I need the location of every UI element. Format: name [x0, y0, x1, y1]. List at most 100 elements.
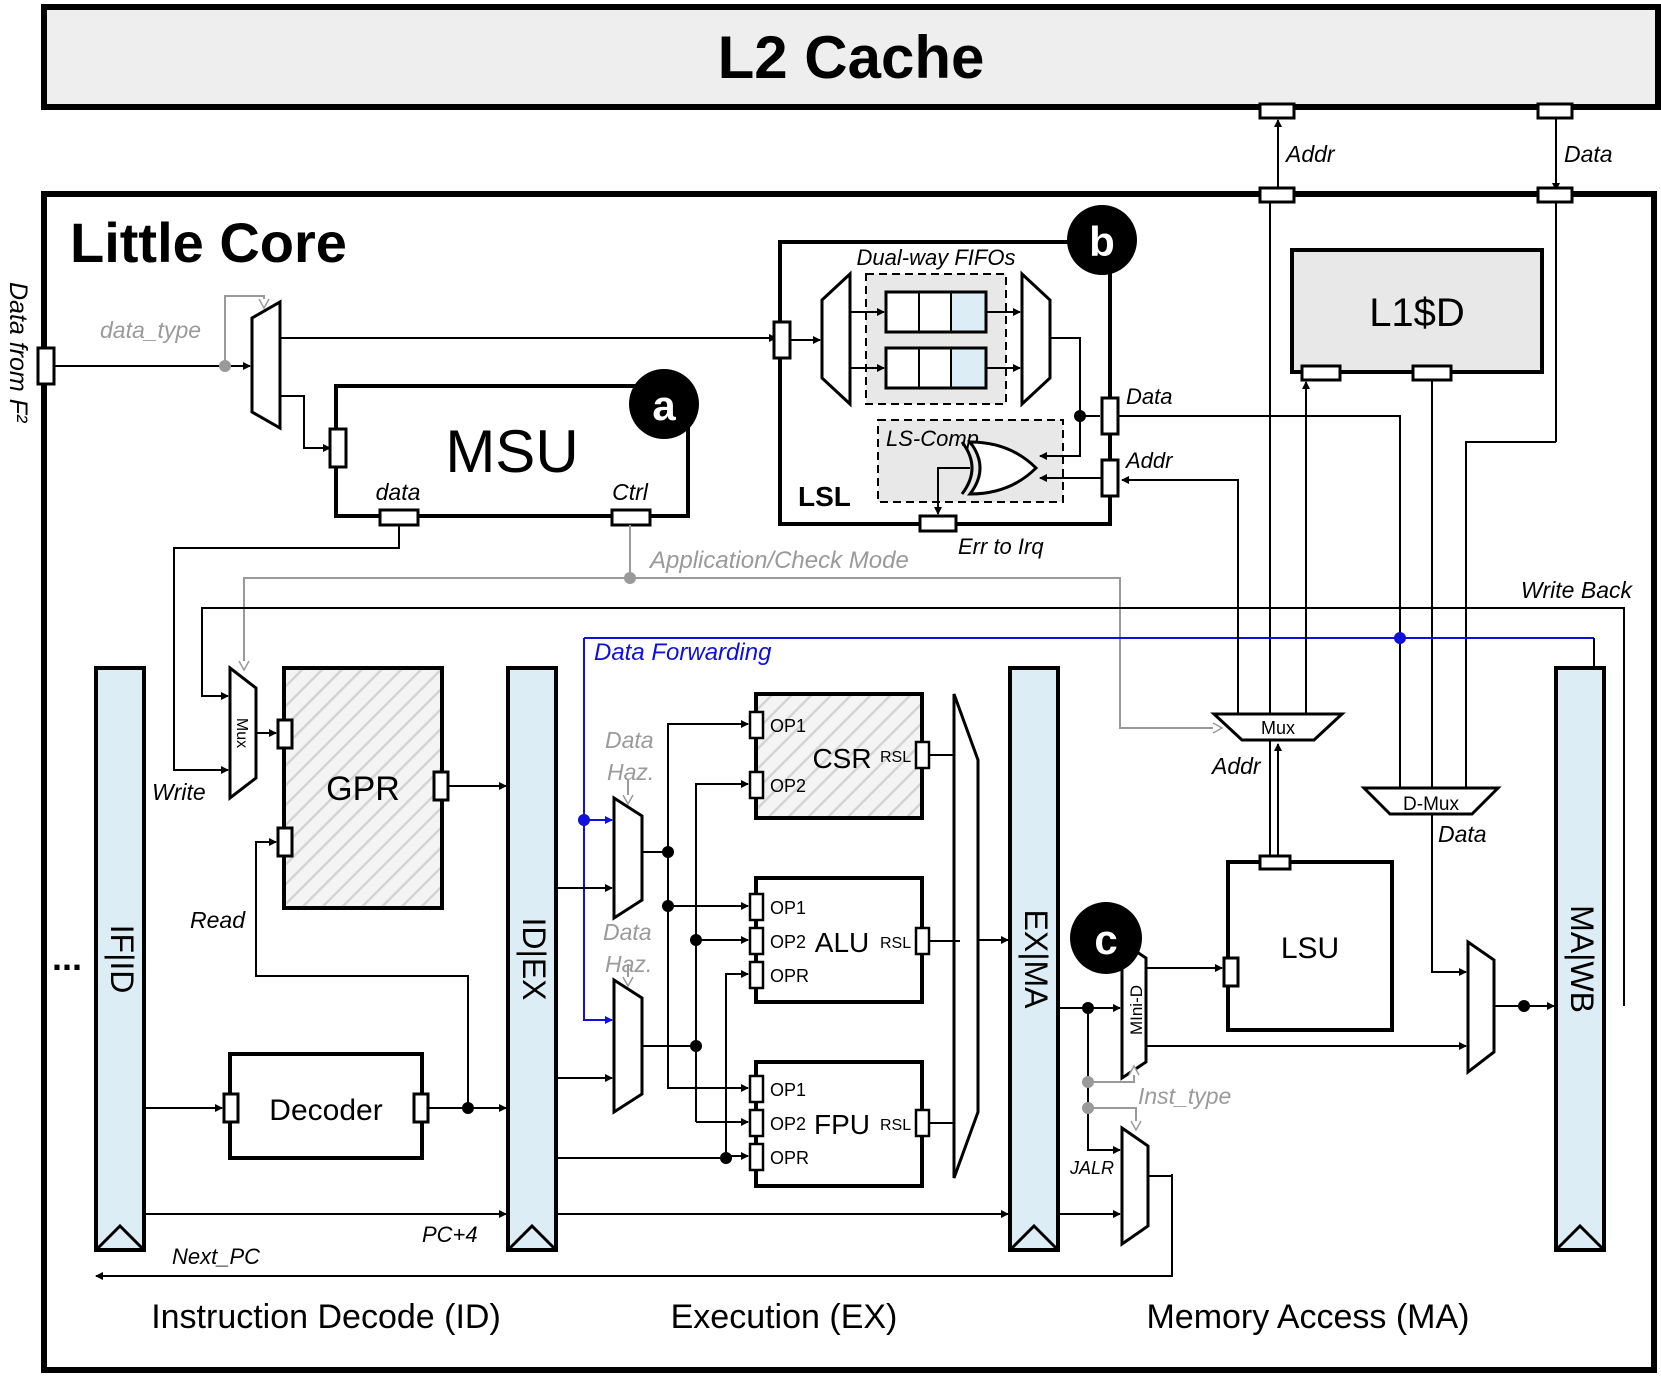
l2-cache: L2 Cache	[41, 4, 1661, 110]
ellipsis: ...	[52, 937, 82, 978]
l2-ports	[1258, 102, 1574, 204]
data-haz-bottom-label-1: Data	[603, 919, 652, 945]
svg-text:MIni-D: MIni-D	[1127, 985, 1146, 1035]
ma-stage-wires	[1058, 382, 1555, 1218]
svg-text:Mux: Mux	[233, 718, 250, 748]
alu-unit: OP1 OP2 OPR ALU RSL	[748, 876, 931, 1004]
svg-text:OP1: OP1	[770, 716, 806, 736]
svg-text:ID|EX: ID|EX	[516, 918, 552, 1001]
little-core-frame	[41, 191, 1657, 1373]
mini-d-demux: MIni-D	[1120, 939, 1148, 1081]
input-wires	[54, 334, 777, 452]
ex-stage-wires	[556, 720, 1009, 1218]
svg-text:OP1: OP1	[770, 1080, 806, 1100]
ex-result-mux	[952, 693, 980, 1179]
junction	[1082, 1076, 1094, 1088]
pipeline-register-ma-wb: MA|WB	[1554, 666, 1606, 1252]
msu-ctrl-port-label: Ctrl	[612, 479, 649, 505]
inst-type-label: Inst_type	[1138, 1083, 1231, 1109]
lsl-data-label: Data	[1126, 384, 1172, 409]
svg-text:GPR: GPR	[326, 770, 400, 808]
data-type-label: data_type	[100, 317, 201, 343]
fpu-unit: OP1 OP2 OPR FPU RSL	[748, 1060, 931, 1188]
svg-text:MA|WB: MA|WB	[1564, 905, 1600, 1013]
data-label: Data	[1438, 821, 1487, 847]
msu-title: MSU	[445, 418, 578, 485]
jalr-mux	[1120, 1125, 1150, 1247]
stage-label-id: Instruction Decode (ID)	[151, 1298, 501, 1336]
lsu-block: LSU	[1222, 854, 1394, 1032]
data-forwarding-label: Data Forwarding	[594, 639, 772, 666]
l1d-title: L1$D	[1369, 291, 1465, 335]
svg-text:Decoder: Decoder	[269, 1094, 382, 1127]
junction	[1082, 1002, 1094, 1014]
data-type-control	[224, 295, 270, 366]
data-from-f2-label: Data from F²	[4, 282, 32, 424]
stage-label-ma: Memory Access (MA)	[1146, 1298, 1469, 1336]
junction	[1082, 1102, 1094, 1114]
svg-text:D-Mux: D-Mux	[1403, 794, 1459, 815]
stage-label-ex: Execution (EX)	[671, 1298, 898, 1336]
svg-text:IF|ID: IF|ID	[104, 925, 140, 994]
pipeline-register-ex-ma: EX|MA	[1008, 666, 1060, 1252]
pipeline-register-if-id: IF|ID	[94, 666, 146, 1252]
svg-text:OP2: OP2	[770, 776, 806, 796]
msu-data-port-label: data	[376, 479, 421, 505]
ls-comp-label: LS-Comp	[886, 426, 979, 451]
ex-junctions	[662, 846, 732, 1164]
lsl-err-label: Err to Irq	[958, 534, 1044, 559]
l2-data-label: Data	[1564, 141, 1613, 167]
lsl-title: LSL	[798, 481, 851, 512]
csr-unit: OP1 OP2 CSR RSL	[748, 692, 931, 820]
svg-text:EX|MA: EX|MA	[1018, 910, 1054, 1010]
next-pc-label: Next_PC	[172, 1244, 260, 1269]
junction	[1518, 1000, 1530, 1012]
gpr-block: GPR	[276, 666, 450, 910]
svg-text:OP2: OP2	[770, 932, 806, 952]
lsl-block: Dual-way FIFOs LS-Comp LSL b	[772, 205, 1137, 533]
gpr-write-mux: Mux	[228, 664, 258, 802]
decoder-block: Decoder	[222, 1052, 430, 1160]
junction	[578, 814, 590, 826]
hazard-mux-top	[612, 795, 644, 921]
app-check-mode-wire	[238, 525, 1224, 734]
svg-text:OPR: OPR	[770, 1148, 809, 1168]
svg-text:RSL: RSL	[880, 749, 911, 766]
junction	[219, 360, 231, 372]
svg-text:CSR: CSR	[812, 743, 871, 774]
input-port: Data from F²	[4, 282, 56, 424]
l2-addr-label: Addr	[1284, 141, 1336, 167]
addr-label: Addr	[1210, 753, 1262, 779]
svg-text:RSL: RSL	[880, 1117, 911, 1134]
svg-text:LSU: LSU	[1281, 932, 1339, 965]
d-mux: D-Mux	[1360, 786, 1502, 816]
write-back-label: Write Back	[1521, 577, 1634, 603]
hazard-mux-bottom	[612, 977, 644, 1115]
svg-text:OPR: OPR	[770, 966, 809, 986]
write-label: Write	[152, 779, 206, 805]
data-haz-bottom-label-2: Haz.	[605, 951, 652, 977]
junction	[1394, 632, 1406, 644]
pipeline-register-id-ex: ID|EX	[506, 666, 558, 1252]
lsl-fifos-label: Dual-way FIFOs	[857, 245, 1016, 270]
l1d-cache: L1$D	[1290, 248, 1544, 382]
junction	[462, 1102, 474, 1114]
little-core-title: Little Core	[70, 211, 347, 274]
svg-text:Mux: Mux	[1261, 718, 1295, 738]
svg-text:OP1: OP1	[770, 898, 806, 918]
l2-links	[1269, 118, 1560, 862]
badge-c-label: c	[1094, 916, 1117, 963]
data-haz-top-label-2: Haz.	[607, 759, 654, 785]
badge-c	[1070, 902, 1142, 974]
junction	[1074, 410, 1086, 422]
junction	[624, 572, 636, 584]
data-haz-top-label-1: Data	[605, 727, 654, 753]
addr-mux: Mux	[1210, 712, 1346, 742]
msu-data-wire	[173, 525, 400, 774]
l1d-wires	[1302, 380, 1556, 799]
read-label: Read	[190, 907, 246, 933]
lsl-badge: b	[1089, 218, 1115, 265]
lsl-addr-label: Addr	[1124, 448, 1174, 473]
pc-plus-4-label: PC+4	[422, 1222, 478, 1247]
